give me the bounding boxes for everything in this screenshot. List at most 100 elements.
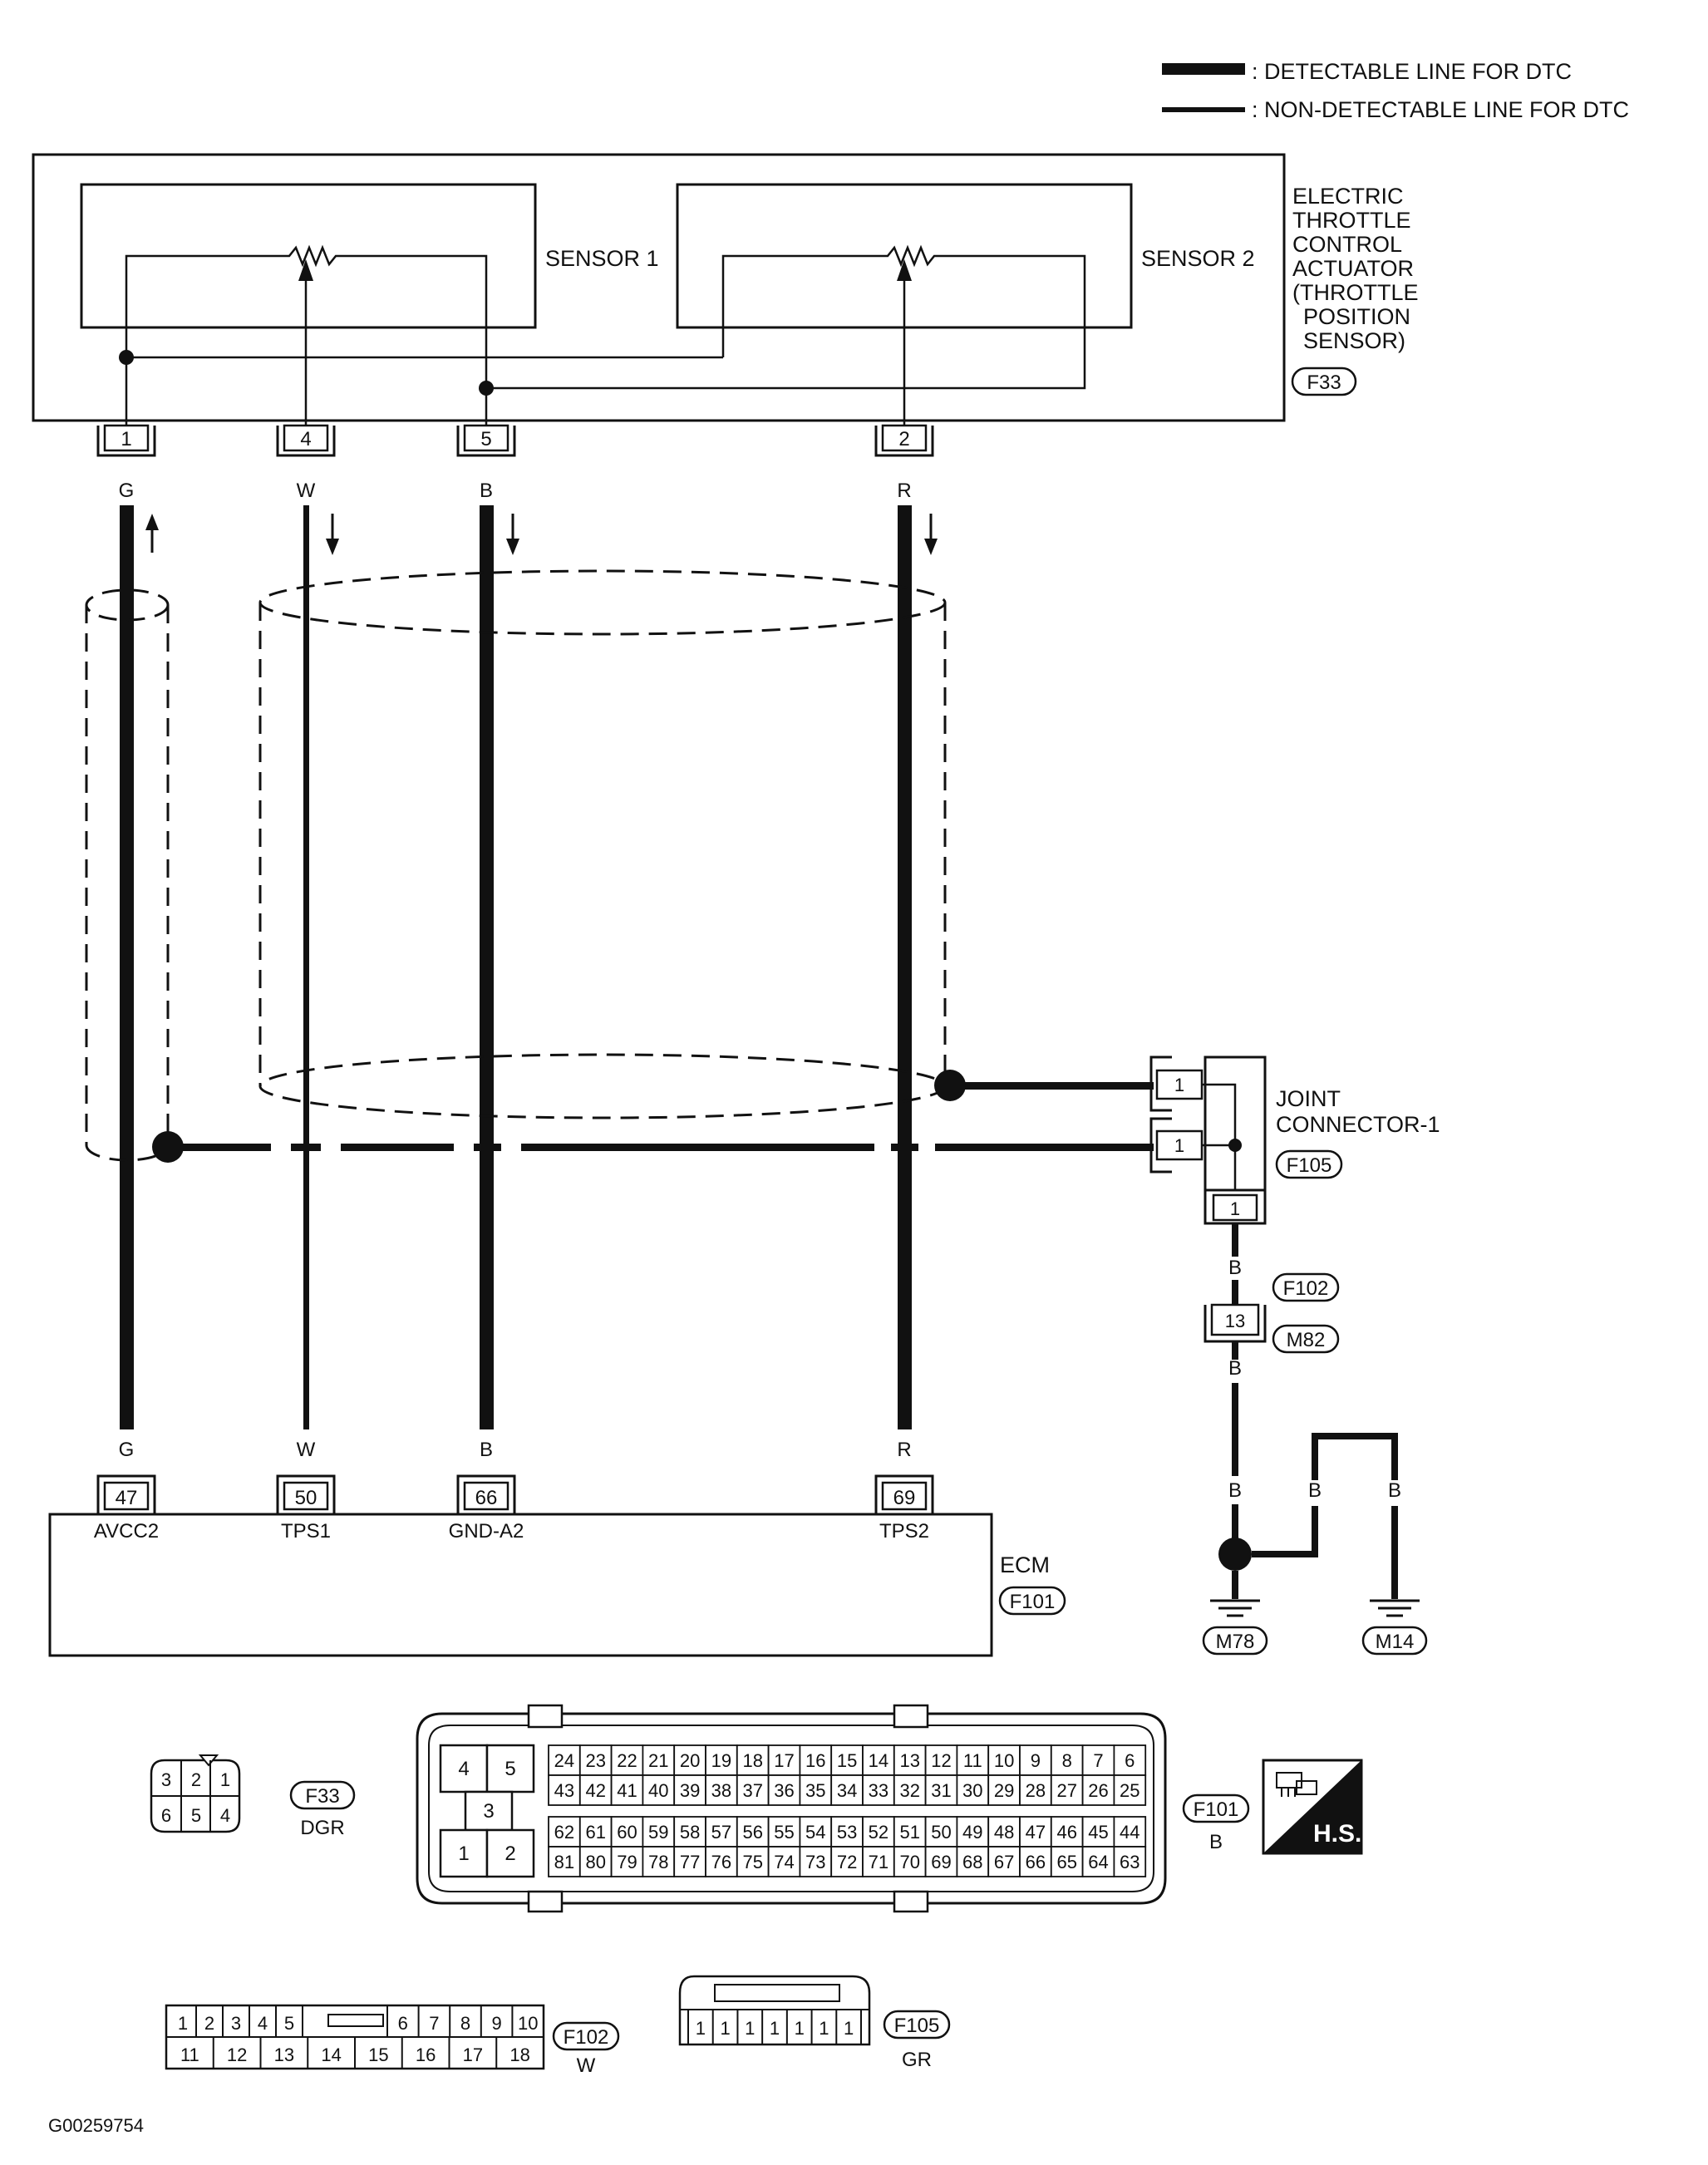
wire-color-label: W xyxy=(297,480,316,502)
svg-text:1: 1 xyxy=(1174,1075,1184,1095)
pin-number: 17 xyxy=(463,2044,483,2065)
ground-m78-tag: M78 xyxy=(1202,1626,1268,1656)
pin-number: 23 xyxy=(585,1750,605,1771)
svg-text:3: 3 xyxy=(161,1769,171,1790)
sensor-2-label: SENSOR 2 xyxy=(1141,246,1255,271)
joint-connector-1: 1 1 1 xyxy=(1149,1055,1267,1225)
pin-number: 69 xyxy=(931,1852,951,1872)
svg-text:F102: F102 xyxy=(564,2026,609,2049)
svg-text:2: 2 xyxy=(898,428,909,450)
connector-f101-color: B xyxy=(1209,1831,1223,1853)
pin-number: 66 xyxy=(1026,1852,1046,1872)
svg-text:F102: F102 xyxy=(1283,1277,1329,1300)
svg-text:M82: M82 xyxy=(1287,1329,1326,1351)
pin-number: 79 xyxy=(617,1852,637,1872)
ground-wire-segment xyxy=(1312,1506,1318,1557)
pin-number: 46 xyxy=(1056,1822,1076,1843)
pin-number: 12 xyxy=(227,2044,247,2065)
ground-icon xyxy=(1370,1599,1420,1617)
pin-number: 19 xyxy=(711,1750,731,1771)
shield-junction-dot xyxy=(152,1131,184,1163)
wire-color-label: B xyxy=(480,1439,493,1461)
pin-number: 2 xyxy=(204,2013,214,2034)
ground-junction-dot xyxy=(1218,1538,1252,1571)
pin-cell xyxy=(642,1846,676,1877)
wire-tps1 xyxy=(303,505,309,1429)
pin-number: 15 xyxy=(368,2044,388,2065)
connector-f105-view-tag: F105 xyxy=(883,2010,951,2040)
ground-wire-segment xyxy=(1312,1433,1318,1480)
actuator-terminals: 1 4 5 2 xyxy=(96,424,934,457)
pin-cell xyxy=(799,1774,833,1806)
sensor-1-wiper-arrow xyxy=(298,259,313,281)
pin-number: 16 xyxy=(416,2044,436,2065)
pin-number: 30 xyxy=(962,1780,982,1801)
pin-number: 31 xyxy=(931,1780,951,1801)
connector-f102-tag: F102 xyxy=(1272,1272,1340,1302)
pin-number: 81 xyxy=(554,1852,574,1872)
svg-text:66: 66 xyxy=(475,1487,498,1509)
pin-number: 8 xyxy=(460,2013,470,2034)
pin-number: 24 xyxy=(554,1750,574,1771)
ecm-terminal-50: 50 xyxy=(276,1474,336,1514)
pin-number: 53 xyxy=(837,1822,857,1843)
arrow-down-icon xyxy=(924,539,938,555)
legend-detectable-text: : DETECTABLE LINE FOR DTC xyxy=(1252,59,1572,84)
pin-cell xyxy=(548,1774,581,1806)
pin-number: 42 xyxy=(585,1780,605,1801)
ground-icon xyxy=(1210,1599,1260,1617)
pin-number: 4 xyxy=(258,2013,268,2034)
pin-cell xyxy=(830,1816,864,1848)
pin-number: 32 xyxy=(899,1780,919,1801)
pin-number: 78 xyxy=(648,1852,668,1872)
svg-text:F33: F33 xyxy=(305,1785,339,1808)
pin-number: 67 xyxy=(994,1852,1014,1872)
pin-number: 7 xyxy=(1093,1750,1103,1771)
pin-cell xyxy=(956,1846,990,1877)
sensor-1-loop xyxy=(125,244,488,388)
connector-latch xyxy=(527,1704,564,1729)
pin-cell xyxy=(767,1744,801,1776)
terminal-1: 1 xyxy=(96,424,156,457)
pin-number: 27 xyxy=(1056,1780,1076,1801)
pin-cell xyxy=(893,1774,927,1806)
pin-cell xyxy=(548,1846,581,1877)
pin-number: 37 xyxy=(742,1780,762,1801)
pin-number: 22 xyxy=(617,1750,637,1771)
pin-number: 10 xyxy=(518,2013,538,2034)
pin-number: 18 xyxy=(509,2044,529,2065)
pin-number: 45 xyxy=(1088,1822,1108,1843)
svg-text:5: 5 xyxy=(505,1758,515,1780)
pin-cell xyxy=(862,1774,895,1806)
joint-connector-label: JOINT xyxy=(1276,1086,1341,1111)
wire-color-label: B xyxy=(1388,1479,1401,1502)
pin-number: 73 xyxy=(805,1852,825,1872)
sensor-1-box xyxy=(80,183,537,329)
ground-wire-segment xyxy=(1232,1383,1238,1476)
connector-plug-icon xyxy=(1276,1772,1317,1797)
connector-m82-tag: M82 xyxy=(1272,1324,1340,1354)
svg-text:F101: F101 xyxy=(1010,1591,1056,1613)
ground-wire-segment xyxy=(1391,1506,1398,1599)
ecm-terminal-66: 66 xyxy=(456,1474,516,1514)
pin-cell xyxy=(830,1744,864,1776)
pin-cell xyxy=(956,1774,990,1806)
svg-text:1: 1 xyxy=(1230,1198,1240,1219)
pin-number: 12 xyxy=(931,1750,951,1771)
pin-number: 51 xyxy=(899,1822,919,1843)
legend-detectable-swatch xyxy=(1162,63,1245,75)
pin-number: 3 xyxy=(231,2013,241,2034)
connector-key xyxy=(714,1984,840,2002)
ecm-terminal-69: 69 xyxy=(874,1474,934,1514)
pin-cell xyxy=(1019,1846,1052,1877)
svg-text:50: 50 xyxy=(295,1487,317,1509)
svg-text:69: 69 xyxy=(893,1487,916,1509)
svg-text:F101: F101 xyxy=(1194,1798,1239,1821)
ecm-pin-label: TPS2 xyxy=(879,1520,929,1543)
pin-cell xyxy=(673,1774,706,1806)
wire-color-label: G xyxy=(119,1439,135,1461)
pin-number: 59 xyxy=(648,1822,668,1843)
connector-view-f33: 3 2 1 6 5 4 xyxy=(150,1754,241,1833)
wire-color-label: R xyxy=(897,1439,911,1461)
